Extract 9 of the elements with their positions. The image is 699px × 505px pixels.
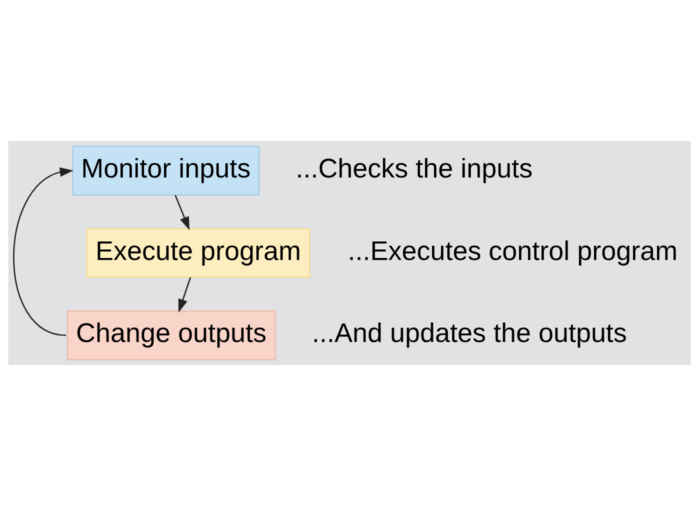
- node-box: Execute program: [86, 228, 310, 278]
- node-label: ...Executes control program: [348, 235, 678, 266]
- node-box: Monitor inputs: [72, 145, 260, 196]
- node-box: Change outputs: [66, 310, 276, 360]
- node-label: ...Checks the inputs: [296, 152, 533, 183]
- arrow: [178, 276, 192, 312]
- arrow: [174, 194, 190, 230]
- node-label: ...And updates the outputs: [312, 318, 627, 348]
- arrow: [13, 166, 74, 336]
